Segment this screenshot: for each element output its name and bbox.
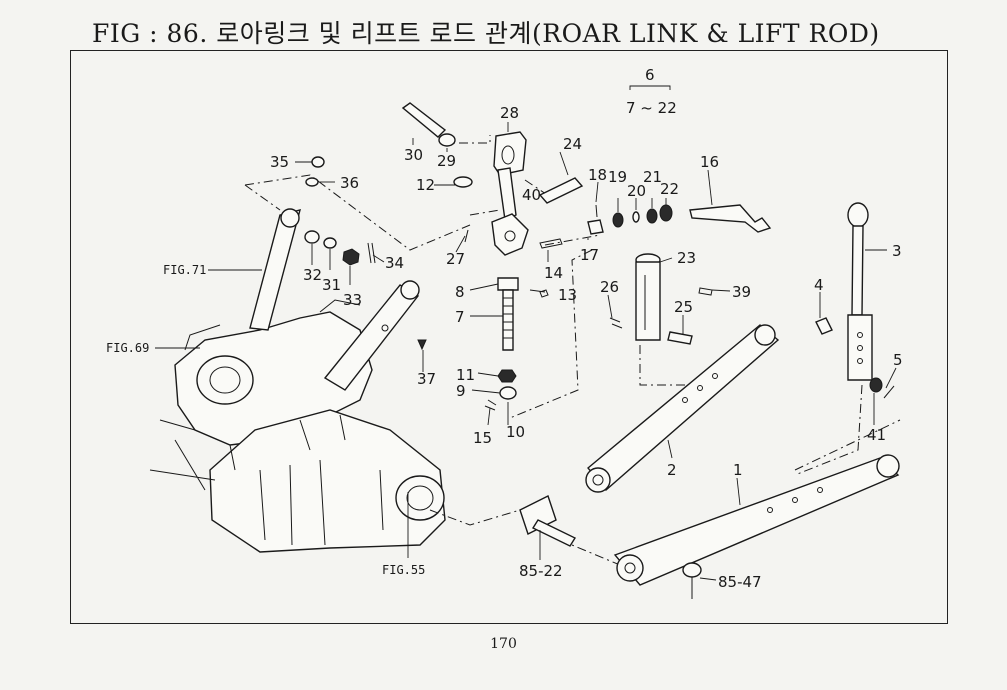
lift-rod-lower — [609, 253, 713, 345]
callout-31: 31 — [322, 276, 341, 294]
page-title: FIG : 86. 로아링크 및 리프트 로드 관계(ROAR LINK & L… — [92, 19, 880, 48]
fig-ref-69: FIG.69 — [106, 341, 149, 355]
callout-41: 41 — [867, 426, 886, 444]
callout-34: 34 — [385, 254, 404, 272]
callout-4: 4 — [814, 276, 824, 294]
callout-19: 19 — [608, 168, 627, 186]
callout-39: 39 — [732, 283, 751, 301]
callout-6-range: 7 ~ 22 — [626, 99, 677, 117]
callout-28: 28 — [500, 104, 519, 122]
callout-8: 8 — [455, 283, 465, 301]
page-number: 170 — [490, 636, 517, 652]
callout-3: 3 — [892, 242, 902, 260]
callout-12: 12 — [416, 176, 435, 194]
lift-arm-right — [323, 280, 420, 391]
pin-85-47 — [682, 562, 702, 599]
callout-26: 26 — [600, 278, 619, 296]
callout-25: 25 — [674, 298, 693, 316]
callout-2: 2 — [667, 461, 677, 479]
lower-link-long — [613, 454, 900, 586]
transmission-housing — [149, 299, 446, 553]
callout-24: 24 — [563, 135, 582, 153]
callout-29: 29 — [437, 152, 456, 170]
callout-21: 21 — [643, 168, 662, 186]
callout-22: 22 — [660, 180, 679, 198]
callout-9: 9 — [456, 382, 466, 400]
handle-shaft — [587, 204, 772, 235]
callout-23: 23 — [677, 249, 696, 267]
callout-labels: 35 36 30 29 28 12 40 24 18 19 20 21 22 1… — [270, 66, 903, 591]
callout-7: 7 — [455, 308, 465, 326]
callout-85-47: 85-47 — [718, 573, 762, 591]
callout-14: 14 — [544, 264, 563, 282]
callout-17: 17 — [580, 246, 599, 264]
fig-ref-55: FIG.55 — [382, 563, 425, 577]
callout-5: 5 — [893, 351, 903, 369]
figure-references: FIG.71 FIG.69 FIG.55 — [106, 263, 425, 577]
stabilizer-rod — [815, 202, 895, 399]
callout-32: 32 — [303, 266, 322, 284]
callout-18: 18 — [588, 166, 607, 184]
callout-40: 40 — [522, 186, 541, 204]
assembly-lines — [244, 135, 901, 566]
callout-36: 36 — [340, 174, 359, 192]
top-link-parts — [401, 102, 584, 222]
callout-11: 11 — [456, 366, 475, 384]
callout-20: 20 — [627, 182, 646, 200]
callout-6: 6 — [645, 66, 655, 84]
lift-arm-left — [249, 208, 301, 331]
lift-rod-adjuster — [464, 213, 563, 411]
callout-85-22: 85-22 — [519, 562, 563, 580]
washer-parts — [304, 156, 427, 351]
fig-ref-71: FIG.71 — [163, 263, 206, 277]
callout-35: 35 — [270, 153, 289, 171]
drawing-frame — [70, 50, 948, 624]
callout-15: 15 — [473, 429, 492, 447]
callout-16: 16 — [700, 153, 719, 171]
leader-lines — [155, 85, 897, 581]
callout-33: 33 — [343, 291, 362, 309]
callout-13: 13 — [558, 286, 577, 304]
callout-1: 1 — [733, 461, 743, 479]
callout-30: 30 — [404, 146, 423, 164]
bracket-85-22 — [519, 495, 577, 547]
callout-27: 27 — [446, 250, 465, 268]
callout-10: 10 — [506, 423, 525, 441]
lower-link-short — [585, 324, 780, 493]
callout-37: 37 — [417, 370, 436, 388]
